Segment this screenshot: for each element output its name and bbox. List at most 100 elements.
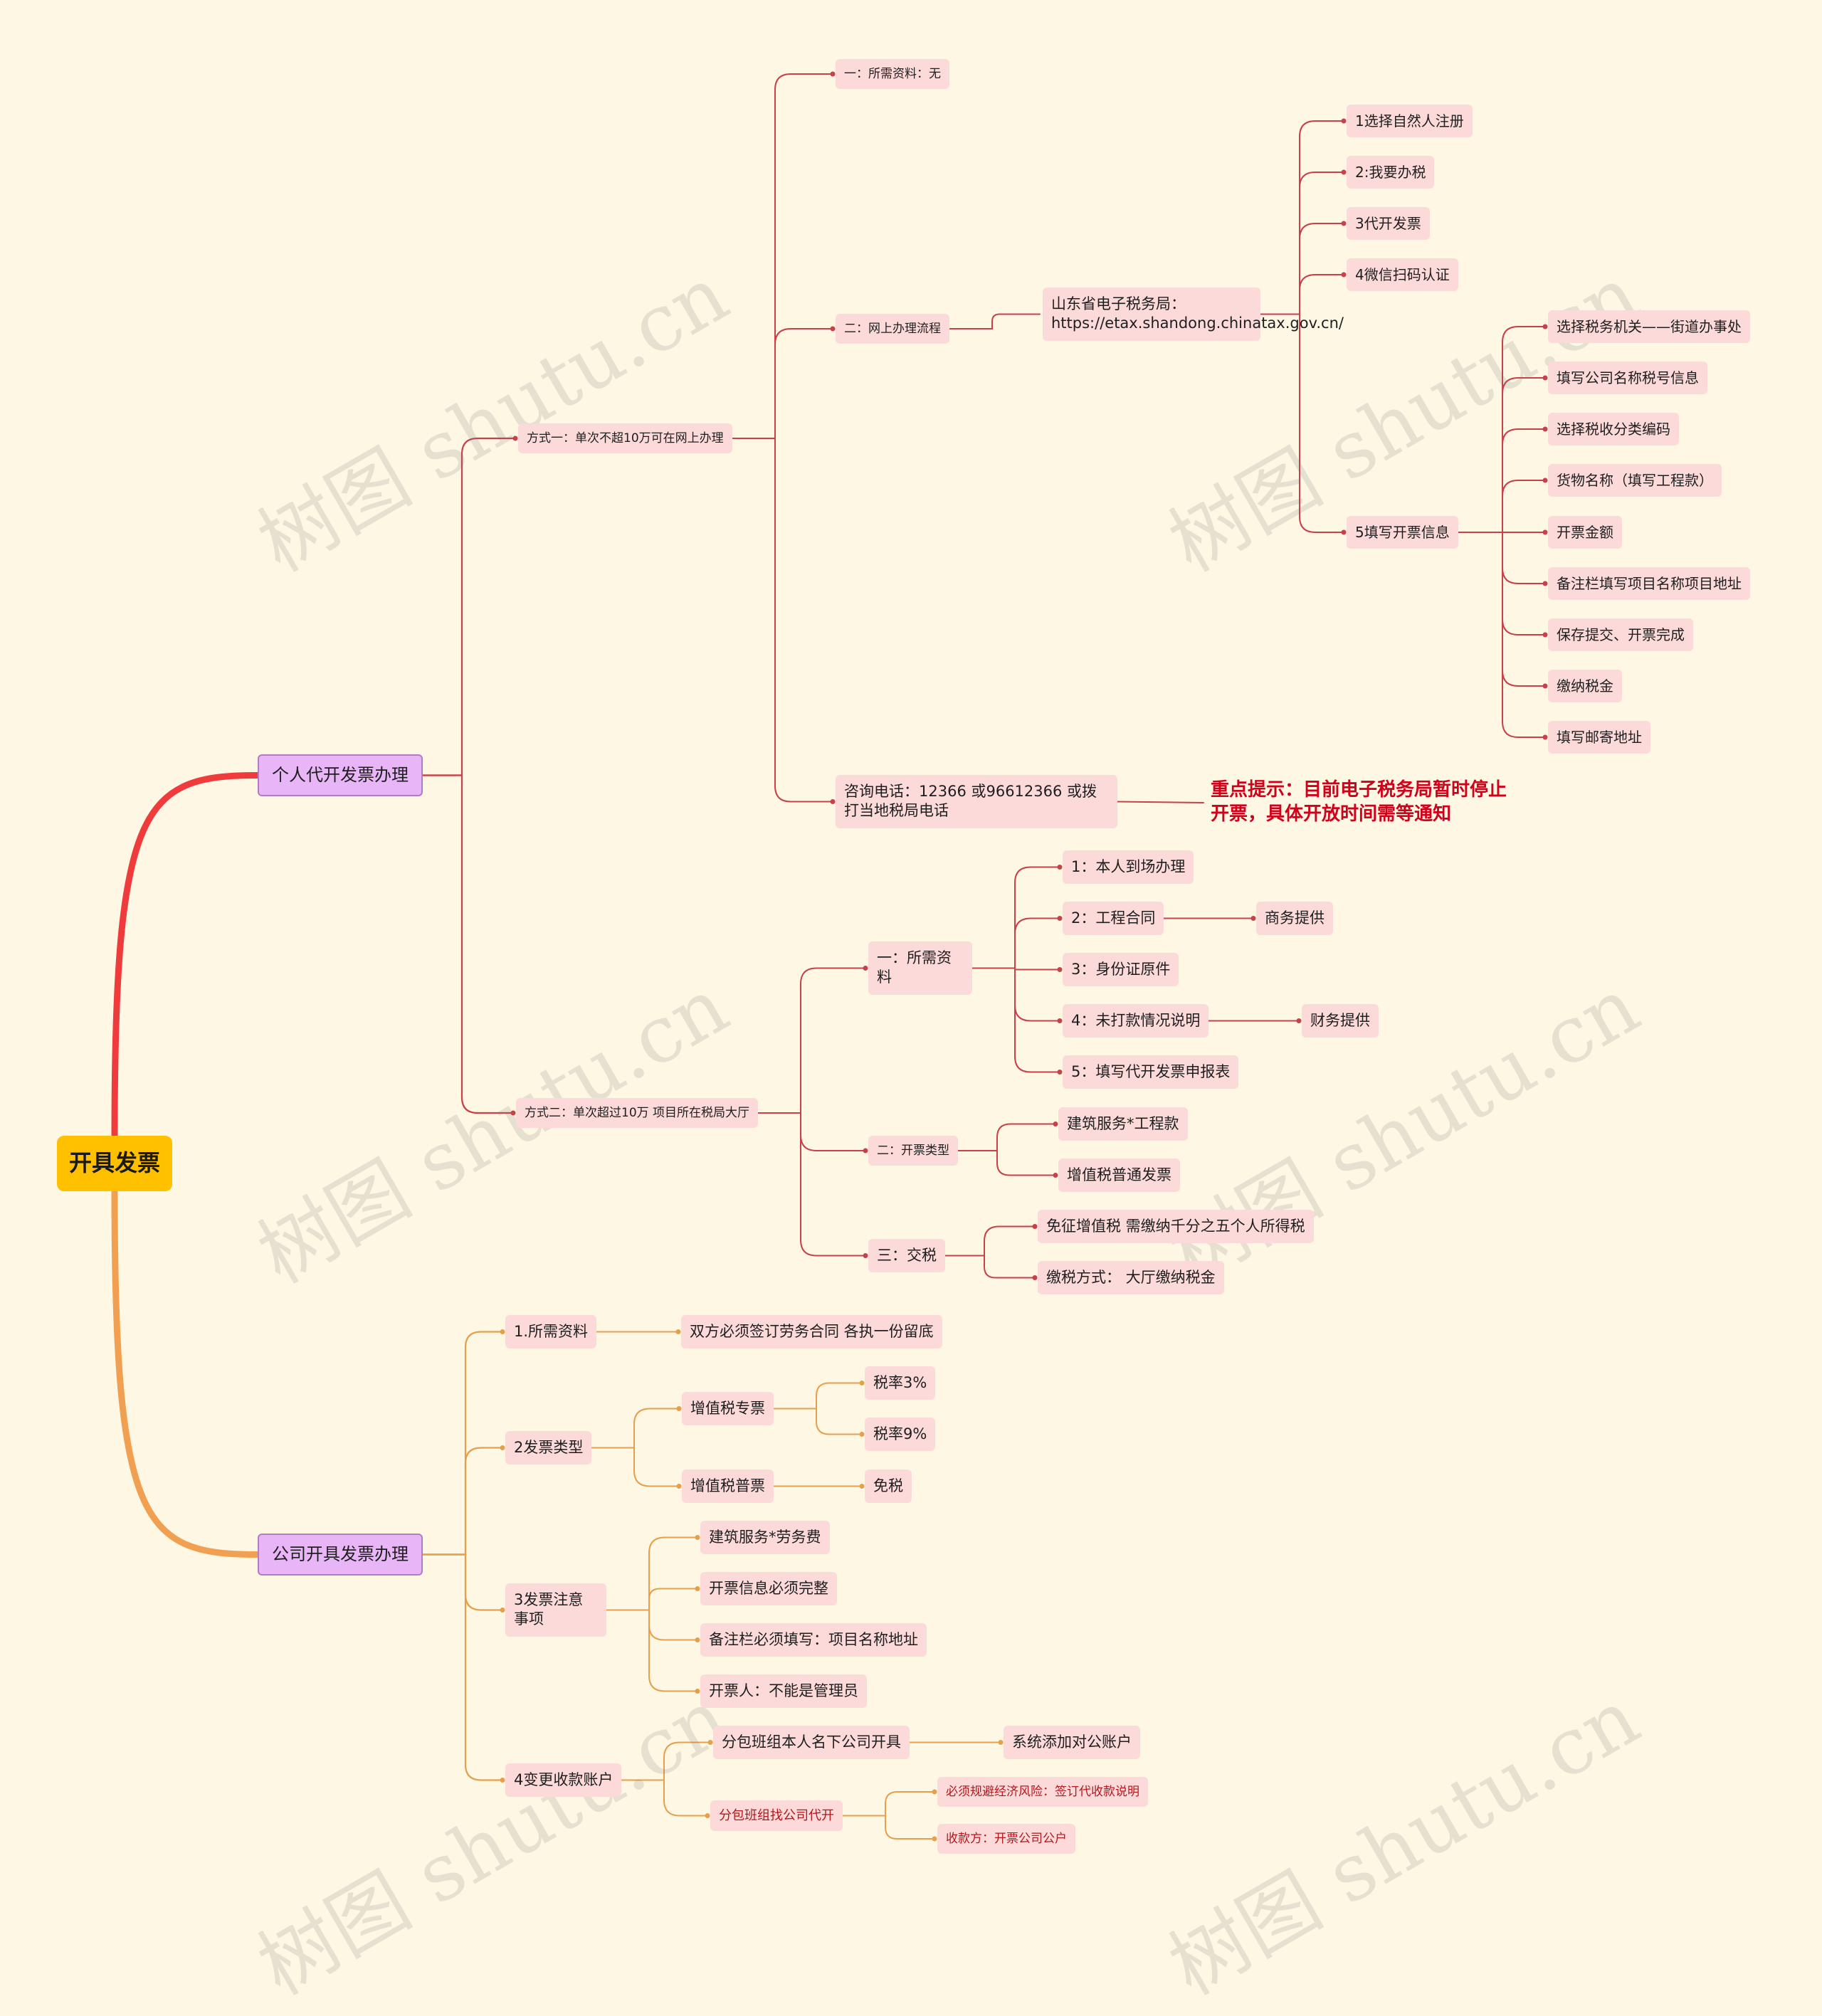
tax-exempt-note[interactable]: 免税 bbox=[865, 1469, 912, 1504]
topic-personal-invoice[interactable]: 个人代开发票办理 bbox=[258, 754, 423, 797]
connector-line bbox=[591, 1447, 680, 1487]
step-item[interactable]: 3代开发票 bbox=[1347, 207, 1430, 240]
connector-line bbox=[606, 1588, 698, 1611]
hotline[interactable]: 咨询电话：12366 或96612366 或拨打当地税局电话 bbox=[836, 775, 1117, 828]
connector-line bbox=[1260, 274, 1344, 315]
connector-line bbox=[957, 1150, 1056, 1176]
invoice-note-item[interactable]: 建筑服务*劳务费 bbox=[700, 1521, 830, 1555]
connector-line bbox=[757, 967, 866, 1114]
connector-line bbox=[621, 1779, 708, 1817]
step-item[interactable]: 2:我要办税 bbox=[1347, 156, 1435, 189]
connector-line bbox=[949, 313, 1041, 329]
root-link-company bbox=[111, 1188, 261, 1558]
material-item[interactable]: 4：未打款情况说明 bbox=[1063, 1004, 1209, 1038]
connector-line bbox=[773, 1382, 863, 1410]
connector-line bbox=[971, 967, 1060, 1073]
invoice-info-item[interactable]: 开票金额 bbox=[1548, 516, 1622, 549]
invoice-note-item[interactable]: 开票人：不能是管理员 bbox=[700, 1674, 867, 1709]
connector-line bbox=[606, 1609, 698, 1641]
online-process[interactable]: 二：网上办理流程 bbox=[836, 314, 949, 344]
company-materials-item[interactable]: 双方必须签订劳务合同 各执一份留底 bbox=[681, 1315, 942, 1349]
material-note[interactable]: 商务提供 bbox=[1256, 902, 1333, 936]
connector-line bbox=[606, 1609, 698, 1692]
material-item[interactable]: 2：工程合同 bbox=[1063, 902, 1164, 936]
connector-line bbox=[606, 1536, 698, 1611]
connector-line bbox=[842, 1791, 935, 1817]
tax-rate[interactable]: 税率9% bbox=[865, 1418, 936, 1452]
method-two-invoice-types[interactable]: 二：开票类型 bbox=[868, 1136, 958, 1166]
connector-line bbox=[944, 1255, 1036, 1279]
connector-line bbox=[421, 1447, 504, 1556]
material-item[interactable]: 1：本人到场办理 bbox=[1063, 850, 1194, 885]
vat-special-invoice[interactable]: 增值税专票 bbox=[682, 1392, 774, 1426]
tax-item[interactable]: 免征增值税 需缴纳千分之五个人所得税 bbox=[1038, 1210, 1314, 1244]
company-invoice-types[interactable]: 2发票类型 bbox=[505, 1431, 592, 1465]
connector-line bbox=[421, 437, 517, 776]
connector-line bbox=[1260, 313, 1344, 533]
connector-line bbox=[421, 1331, 504, 1556]
own-company-note[interactable]: 系统添加对公账户 bbox=[1004, 1726, 1140, 1760]
connector-line bbox=[1458, 532, 1546, 738]
connector-line bbox=[1458, 428, 1546, 533]
connector-line bbox=[421, 1553, 504, 1781]
invoice-type-item[interactable]: 建筑服务*工程款 bbox=[1058, 1107, 1188, 1141]
mind-map: 树图 shutu.cn 树图 shutu.cn 树图 shutu.cn 树图 s… bbox=[57, 59, 1750, 2012]
agent-company-invoice[interactable]: 分包班组找公司代开 bbox=[710, 1800, 843, 1832]
tax-rate[interactable]: 税率3% bbox=[865, 1366, 936, 1400]
step-fill-invoice-info[interactable]: 5填写开票信息 bbox=[1347, 516, 1458, 549]
topic-company-invoice[interactable]: 公司开具发票办理 bbox=[258, 1534, 423, 1576]
root-link-personal bbox=[111, 772, 261, 1139]
invoice-type-item[interactable]: 增值税普通发票 bbox=[1058, 1159, 1180, 1193]
root-topic[interactable]: 开具发票 bbox=[57, 1136, 172, 1191]
step-item[interactable]: 1选择自然人注册 bbox=[1347, 105, 1473, 137]
tax-bureau-url[interactable]: 山东省电子税务局：https://etax.shandong.chinatax.… bbox=[1043, 287, 1344, 341]
invoice-info-item[interactable]: 填写邮寄地址 bbox=[1548, 721, 1650, 754]
tax-item[interactable]: 缴税方式： 大厅缴纳税金 bbox=[1038, 1261, 1224, 1295]
connector-line bbox=[1260, 120, 1344, 315]
connector-line bbox=[1458, 480, 1546, 533]
key-notice[interactable]: 重点提示：目前电子税务局暂时停止开票，具体开放时间需等通知 bbox=[1211, 779, 1507, 825]
connector-line bbox=[1458, 377, 1546, 533]
invoice-info-item[interactable]: 货物名称（填写工程款） bbox=[1548, 464, 1722, 497]
connector-line bbox=[944, 1225, 1036, 1257]
vat-general-invoice[interactable]: 增值税普票 bbox=[682, 1469, 774, 1504]
connector-line bbox=[1260, 171, 1344, 315]
own-company-invoice[interactable]: 分包班组本人名下公司开具 bbox=[713, 1726, 910, 1760]
method-one-materials[interactable]: 一：所需资料：无 bbox=[836, 59, 949, 90]
material-item[interactable]: 5：填写代开发票申报表 bbox=[1063, 1055, 1239, 1089]
connector-line bbox=[1117, 801, 1204, 803]
invoice-info-item[interactable]: 选择税务机关——街道办事处 bbox=[1548, 310, 1750, 343]
method-two-materials[interactable]: 一：所需资料 bbox=[868, 941, 972, 995]
method-one[interactable]: 方式一：单次不超10万可在网上办理 bbox=[518, 423, 732, 454]
change-receiving-account[interactable]: 4变更收款账户 bbox=[505, 1763, 622, 1798]
connector-line bbox=[971, 967, 1060, 1022]
company-invoice-notes[interactable]: 3发票注意事项 bbox=[505, 1583, 606, 1637]
connector-line bbox=[1260, 223, 1344, 315]
connector-line bbox=[732, 328, 833, 439]
agent-invoice-item[interactable]: 收款方：开票公司公户 bbox=[937, 1824, 1075, 1854]
connector-line bbox=[1458, 326, 1546, 533]
connector-line bbox=[732, 73, 833, 439]
connector-line bbox=[842, 1815, 935, 1840]
method-two-tax[interactable]: 三：交税 bbox=[868, 1239, 945, 1273]
invoice-info-item[interactable]: 缴纳税金 bbox=[1548, 670, 1622, 702]
invoice-info-item[interactable]: 备注栏填写项目名称项目地址 bbox=[1548, 567, 1750, 600]
invoice-info-item[interactable]: 保存提交、开票完成 bbox=[1548, 618, 1693, 651]
invoice-note-item[interactable]: 备注栏必须填写：项目名称地址 bbox=[700, 1623, 927, 1657]
connector-line bbox=[971, 917, 1060, 969]
material-note[interactable]: 财务提供 bbox=[1302, 1004, 1379, 1038]
invoice-note-item[interactable]: 开票信息必须完整 bbox=[700, 1572, 837, 1606]
step-item[interactable]: 4微信扫码认证 bbox=[1347, 258, 1458, 291]
material-item[interactable]: 3：身份证原件 bbox=[1063, 953, 1179, 987]
company-materials[interactable]: 1.所需资料 bbox=[505, 1315, 597, 1349]
connector-line bbox=[757, 1112, 866, 1151]
agent-invoice-item[interactable]: 必须规避经济风险：签订代收款说明 bbox=[937, 1777, 1148, 1807]
connector-line bbox=[732, 438, 833, 803]
method-two[interactable]: 方式二：单次超过10万 项目所在税局大厅 bbox=[516, 1098, 759, 1129]
connector-line bbox=[621, 1741, 711, 1781]
invoice-info-item[interactable]: 填写公司名称税号信息 bbox=[1548, 361, 1707, 394]
invoice-info-item[interactable]: 选择税收分类编码 bbox=[1548, 413, 1679, 445]
connector-line bbox=[773, 1408, 863, 1435]
connector-line bbox=[757, 1112, 866, 1257]
connector-line bbox=[421, 774, 515, 1114]
